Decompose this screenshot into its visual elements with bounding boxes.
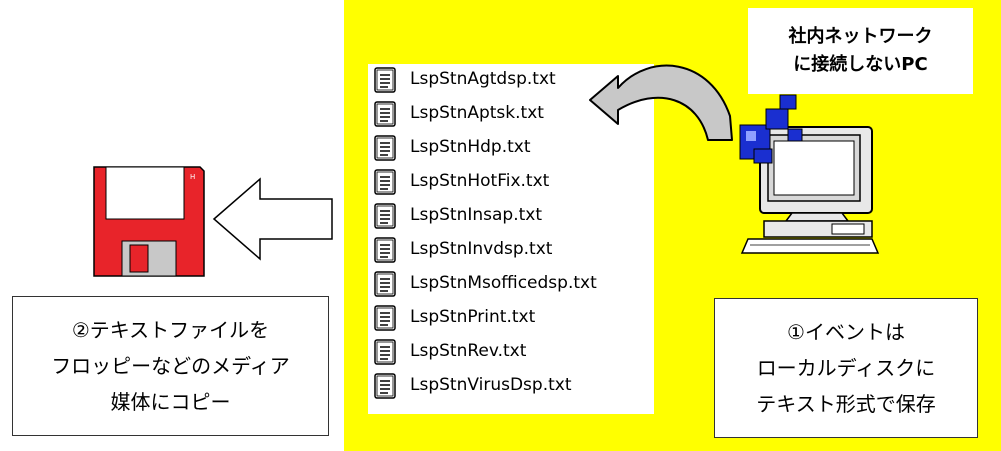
file-item: LspStnAgtdsp.txt [368,64,654,94]
text-file-icon [374,237,396,263]
pc-label-box: 社内ネットワーク に接続しないPC [748,8,973,94]
step2-line: フロッピーなどのメディア [51,354,290,378]
file-name: LspStnHdp.txt [410,137,531,157]
file-item: LspStnVirusDsp.txt [368,370,654,400]
text-file-icon [374,135,396,161]
file-list: LspStnAgtdsp.txt LspStnAptsk.txt LspStnH… [368,64,654,414]
text-file-icon [374,101,396,127]
step1-line: テキスト形式で保存 [756,392,936,416]
text-file-icon [374,67,396,93]
left-arrow-icon [212,177,333,261]
file-name: LspStnPrint.txt [410,307,536,327]
text-file-icon [374,373,396,399]
file-name: LspStnInsap.txt [410,205,542,225]
step1-line: ①イベントは [787,320,905,344]
file-item: LspStnInsap.txt [368,200,654,230]
file-item: LspStnPrint.txt [368,302,654,332]
svg-text:H: H [190,173,195,181]
file-name: LspStnInvdsp.txt [410,239,553,259]
step2-line: ②テキストファイルを [71,318,270,342]
file-item: LspStnInvdsp.txt [368,234,654,264]
file-name: LspStnVirusDsp.txt [410,375,572,395]
file-name: LspStnAptsk.txt [410,103,544,123]
file-name: LspStnMsofficedsp.txt [410,273,597,293]
step2-box: ②テキストファイルを フロッピーなどのメディア 媒体にコピー [12,296,329,436]
step2-line: 媒体にコピー [110,390,231,414]
file-item: LspStnHdp.txt [368,132,654,162]
text-file-icon [374,305,396,331]
file-name: LspStnHotFix.txt [410,171,550,191]
text-file-icon [374,271,396,297]
pc-label-line: 社内ネットワーク [788,26,933,47]
file-name: LspStnAgtdsp.txt [410,69,556,89]
step1-box: ①イベントは ローカルディスクに テキスト形式で保存 [714,298,978,438]
file-item: LspStnRev.txt [368,336,654,366]
floppy-disk-icon: H [93,166,205,277]
computer-icon [739,94,880,254]
file-item: LspStnAptsk.txt [368,98,654,128]
text-file-icon [374,203,396,229]
curved-arrow-icon [589,64,733,141]
text-file-icon [374,339,396,365]
file-item: LspStnHotFix.txt [368,166,654,196]
text-file-icon [374,169,396,195]
file-name: LspStnRev.txt [410,341,527,361]
step1-line: ローカルディスクに [756,356,936,380]
file-item: LspStnMsofficedsp.txt [368,268,654,298]
pc-label-line: に接続しないPC [793,54,928,75]
